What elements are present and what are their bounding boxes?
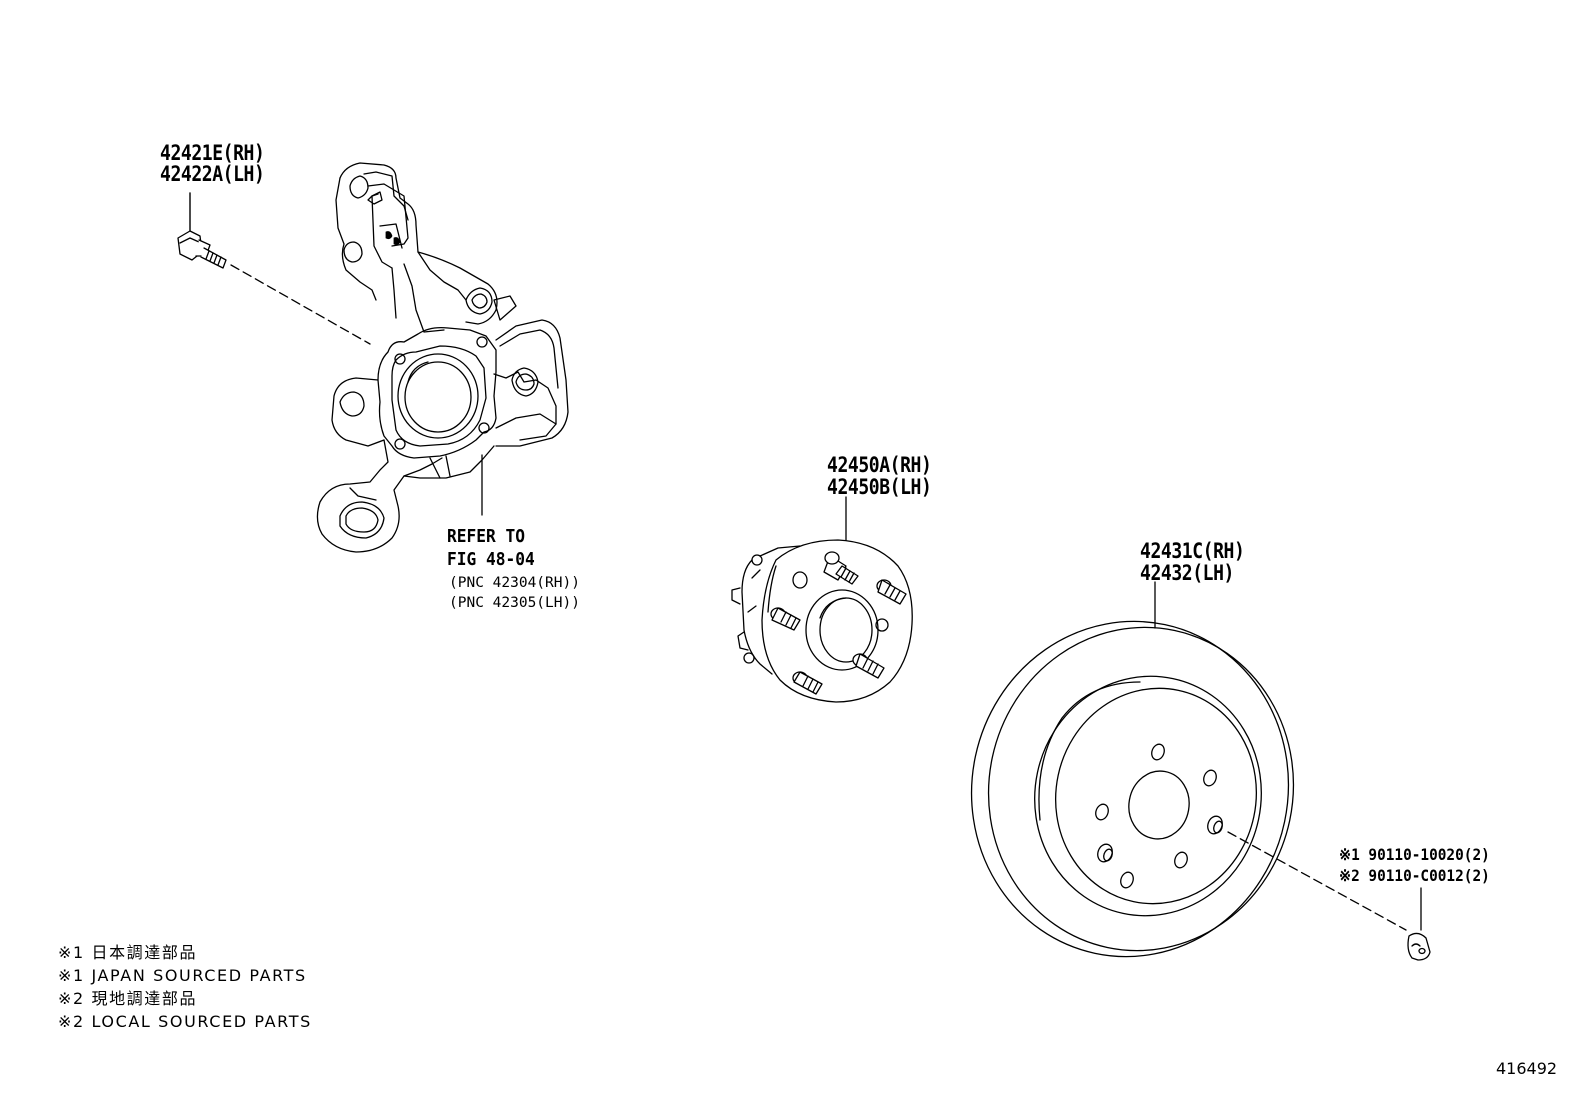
screw-part-number-2: ※2 90110-C0012(2) — [1339, 866, 1490, 885]
bolt-part-number-lh: 42422A(LH) — [160, 162, 265, 186]
note-local-sourced-jp: ※2 現地調達部品 — [58, 989, 198, 1008]
note-japan-sourced-en: ※1 JAPAN SOURCED PARTS — [58, 966, 307, 985]
wheel-hub-icon — [731, 496, 913, 703]
bolt-part-number-rh: 42421E(RH) — [160, 141, 265, 165]
note-japan-sourced-jp: ※1 日本調達部品 — [58, 943, 198, 962]
disc-part-number-lh: 42432(LH) — [1140, 561, 1234, 585]
knuckle-pnc-rh: (PNC 42304(RH)) — [449, 575, 580, 591]
knuckle-refer-label: REFER TO — [447, 526, 526, 547]
screw-icon — [1407, 887, 1431, 961]
hub-part-number-lh: 42450B(LH) — [827, 475, 932, 499]
screw-part-number-1: ※1 90110-10020(2) — [1339, 845, 1490, 864]
disc-part-number-rh: 42431C(RH) — [1140, 539, 1245, 563]
steering-knuckle-icon — [316, 162, 569, 553]
figure-number: 416492 — [1496, 1059, 1558, 1078]
note-local-sourced-en: ※2 LOCAL SOURCED PARTS — [58, 1012, 312, 1031]
bolt-icon — [177, 192, 371, 345]
hub-part-number-rh: 42450A(RH) — [827, 453, 932, 477]
knuckle-pnc-lh: (PNC 42305(LH)) — [449, 595, 580, 611]
knuckle-figure-reference: FIG 48-04 — [447, 549, 535, 570]
brake-disc-icon — [970, 581, 1407, 958]
